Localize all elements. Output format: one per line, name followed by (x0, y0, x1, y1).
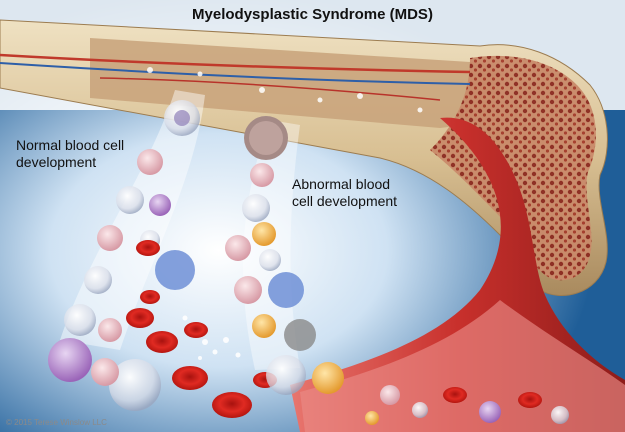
marrow-particles (147, 67, 423, 113)
normal-cell-column (48, 100, 200, 411)
abnormal-label-line-1: Abnormal blood (292, 176, 391, 192)
normal-label-line-1: Normal blood cell (16, 137, 125, 153)
vessel-cells (365, 385, 569, 425)
platelets (182, 315, 241, 360)
abnormal-label-line-2: cell development (292, 193, 398, 209)
abnormal-development-label: Abnormal blood cell development (292, 176, 442, 210)
copyright-notice: © 2015 Terese Winslow LLC (6, 418, 107, 427)
spongy-bone (430, 55, 596, 281)
normal-development-label: Normal blood cell development (16, 137, 166, 171)
marrow-vessel (0, 53, 471, 74)
abnormal-cell-column (225, 116, 344, 395)
red-blood-cells (126, 240, 277, 418)
figure-title: Myelodysplastic Syndrome (MDS) (192, 6, 433, 23)
normal-label-line-2: development (16, 154, 97, 170)
